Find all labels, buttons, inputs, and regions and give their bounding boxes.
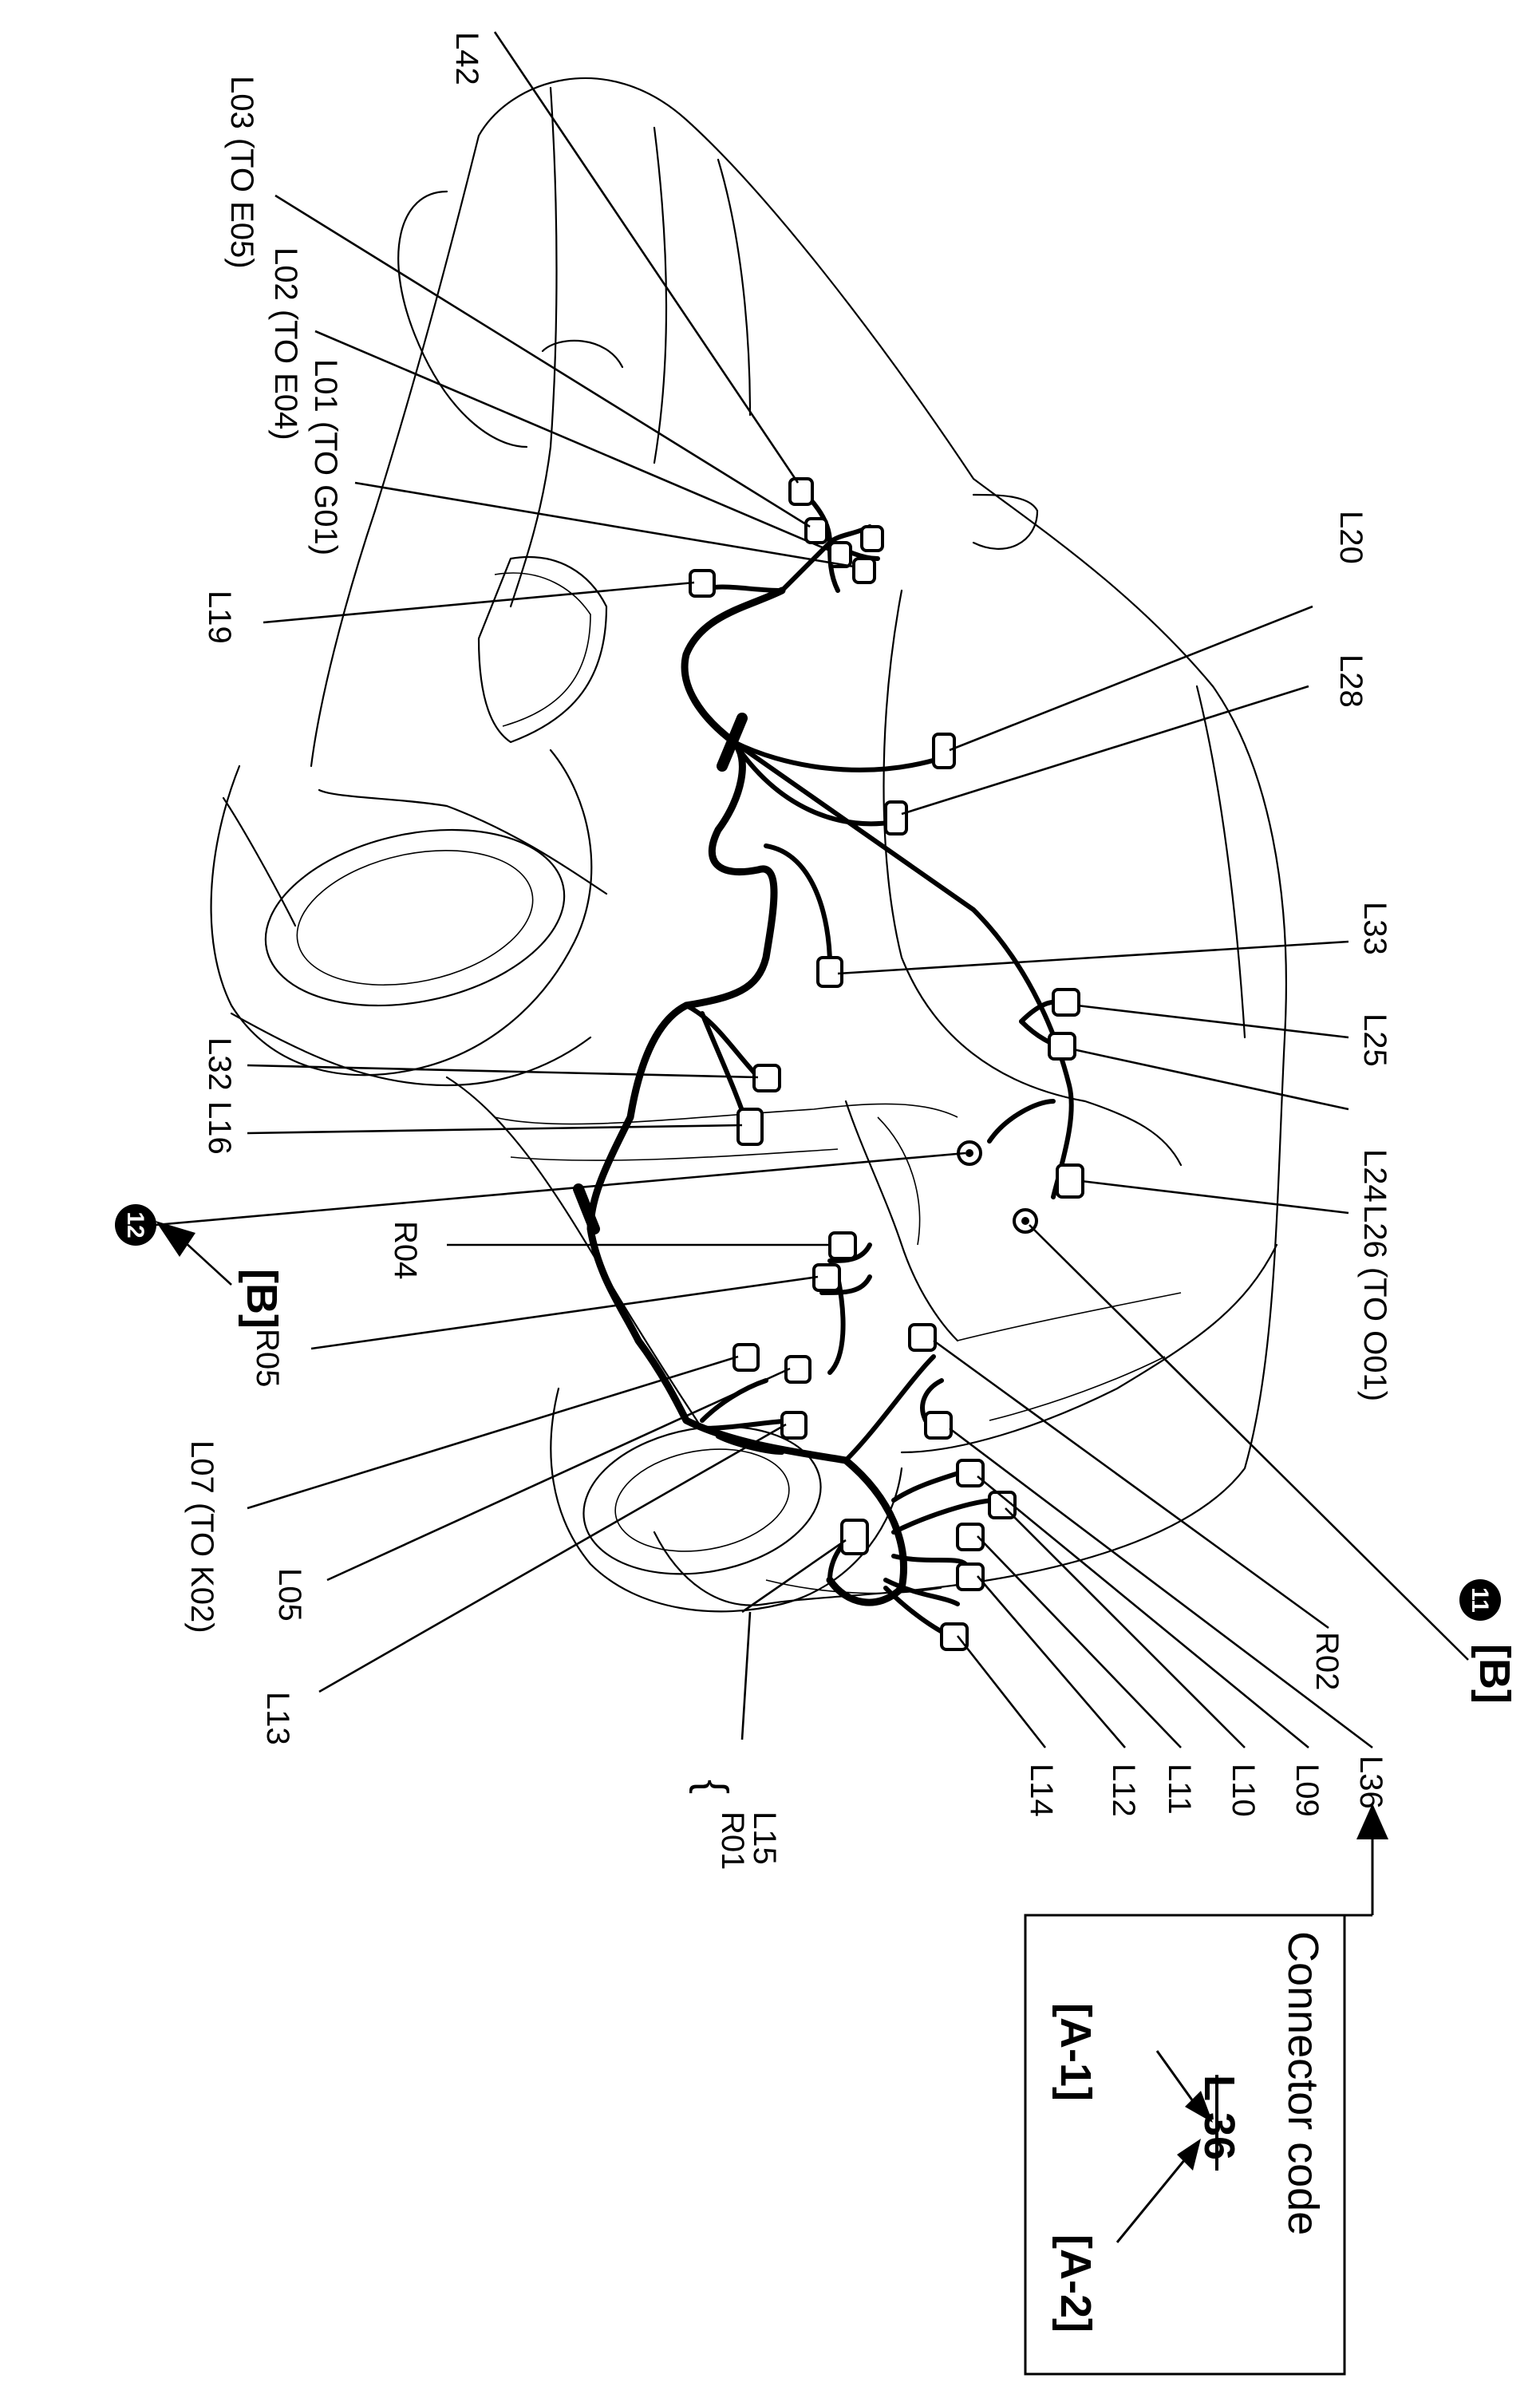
connector-R04 [828, 1231, 857, 1260]
label-L25: L25 [1357, 1013, 1392, 1067]
label-L42: L42 [449, 32, 484, 85]
label-L26: L26 (TO O01) [1357, 1205, 1392, 1401]
label-R02: R02 [1309, 1632, 1345, 1690]
label-L07: L07 (TO K02) [184, 1440, 219, 1634]
label-L15: L15 [747, 1811, 782, 1865]
legend-box [1024, 1914, 1346, 2376]
connector-L36 [924, 1411, 953, 1440]
connector-L13 [780, 1411, 808, 1440]
label-L20: L20 [1333, 511, 1368, 564]
connector-L01 [852, 557, 876, 584]
connector-L26 [1056, 1163, 1084, 1199]
label-L05: L05 [272, 1568, 307, 1622]
label-L28: L28 [1333, 654, 1368, 708]
label-L10: L10 [1226, 1764, 1261, 1817]
connector-L11 [956, 1523, 985, 1551]
legend-a2: [A-2] [1052, 2234, 1100, 2333]
connector-L09 [956, 1459, 985, 1487]
connector-code-legend: Connector code L 36 [A-1] [A-2] [1024, 1914, 1346, 2376]
label-L01: L01 (TO G01) [308, 359, 343, 555]
connector-L42b [860, 525, 884, 552]
label-L03: L03 (TO E05) [224, 76, 259, 269]
connector-L14 [940, 1622, 969, 1651]
label-L24: L24 [1357, 1149, 1392, 1203]
legend-arrow [1345, 1803, 1388, 1917]
label-L19: L19 [202, 591, 237, 644]
connector-L02 [828, 541, 852, 568]
label-L33: L33 [1357, 902, 1392, 955]
label-L02: L02 (TO E04) [268, 247, 303, 440]
connector-L25 [1052, 988, 1080, 1017]
label-L09: L09 [1289, 1764, 1325, 1817]
label-R01: R01 [715, 1811, 750, 1870]
label-L11: L11 [1162, 1764, 1197, 1815]
label-B12: [B] [238, 1269, 286, 1329]
svg-text:11: 11 [1467, 1587, 1493, 1613]
label-R04: R04 [388, 1221, 423, 1279]
connectors [689, 477, 1084, 1651]
connector-L15 [840, 1519, 869, 1555]
connector-L12 [956, 1562, 985, 1591]
marker-11: 11 [1459, 1579, 1501, 1621]
connector-L33 [816, 956, 843, 988]
connector-L28 [884, 800, 908, 836]
legend-title: Connector code [1279, 1931, 1327, 2235]
label-L13: L13 [260, 1692, 295, 1745]
connector-L03 [804, 517, 828, 544]
label-B11: [B] [1471, 1644, 1518, 1704]
connector-L16 [736, 1108, 764, 1146]
connector-L24 [1048, 1032, 1076, 1061]
label-L32: L32 [202, 1037, 237, 1091]
label-R05: R05 [250, 1329, 285, 1387]
svg-text:12: 12 [122, 1211, 148, 1238]
vehicle-body-outline [210, 77, 1287, 1613]
connector-L20 [932, 733, 956, 769]
label-L12: L12 [1106, 1764, 1141, 1817]
label-L16: L16 [202, 1101, 237, 1155]
label-L14: L14 [1024, 1764, 1059, 1817]
legend-a1: [A-1] [1052, 2003, 1100, 2101]
leader-lines [155, 31, 1469, 1749]
legend-code: L 36 [1195, 2075, 1243, 2160]
connector-L42 [788, 477, 814, 506]
label-L36: L36 [1353, 1756, 1388, 1809]
marker-12: 12 [115, 1204, 156, 1246]
connector-R02 [908, 1323, 937, 1352]
bracket-L15-R01: { [689, 1780, 736, 1794]
connector-labels: L42 L03 (TO E05) L02 (TO E04) L01 (TO G0… [184, 32, 1518, 1870]
